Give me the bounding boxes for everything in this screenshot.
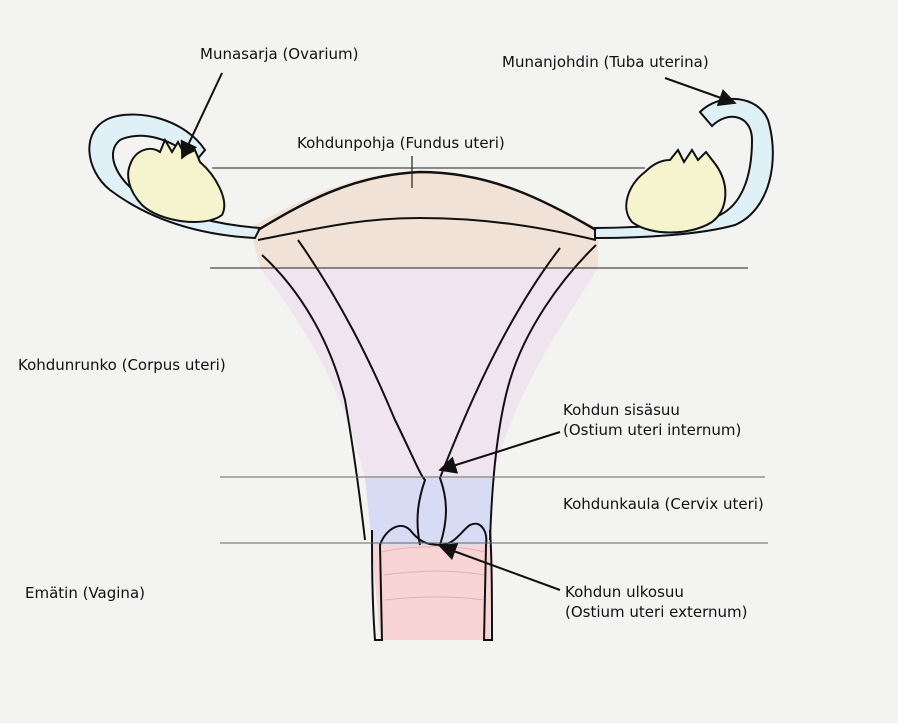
fundus-region: [250, 172, 598, 268]
tuba-arrow: [664, 77, 737, 107]
ovarium-label: Munasarja (Ovarium): [200, 45, 359, 63]
externum-label-line1: Kohdun ulkosuu: [565, 583, 684, 601]
externum-label: Kohdun ulkosuu (Ostium uteri externum): [565, 582, 747, 622]
externum-label-line2: (Ostium uteri externum): [565, 603, 748, 621]
vagina-label: Emätin (Vagina): [25, 584, 145, 602]
ovarium-arrow: [180, 72, 223, 160]
left-outer-wall: [261, 254, 366, 541]
vagina-region: [372, 545, 492, 640]
cervix-region: [365, 478, 492, 545]
externum-arrow: [438, 543, 561, 591]
right-cavity-wall: [438, 247, 561, 546]
fundus-outline: [257, 170, 597, 232]
internum-label-line1: Kohdun sisäsuu: [563, 401, 680, 419]
cavity-top-outline: [257, 216, 597, 241]
right-outer-wall: [489, 244, 597, 541]
internum-arrow: [438, 431, 561, 474]
left-cavity-wall: [297, 239, 427, 546]
vaginal-texture: [381, 546, 485, 601]
corpus-label: Kohdunrunko (Corpus uteri): [18, 356, 226, 374]
corpus-region: [260, 268, 598, 478]
left-ovary: [127, 137, 226, 223]
internum-label-line2: (Ostium uteri internum): [563, 421, 742, 439]
internum-label: Kohdun sisäsuu (Ostium uteri internum): [563, 400, 741, 440]
right-ovary: [625, 148, 727, 234]
cervix-label: Kohdunkaula (Cervix uteri): [563, 495, 764, 513]
tuba-label: Munanjohdin (Tuba uterina): [502, 53, 709, 71]
fundus-label: Kohdunpohja (Fundus uteri): [297, 134, 505, 152]
